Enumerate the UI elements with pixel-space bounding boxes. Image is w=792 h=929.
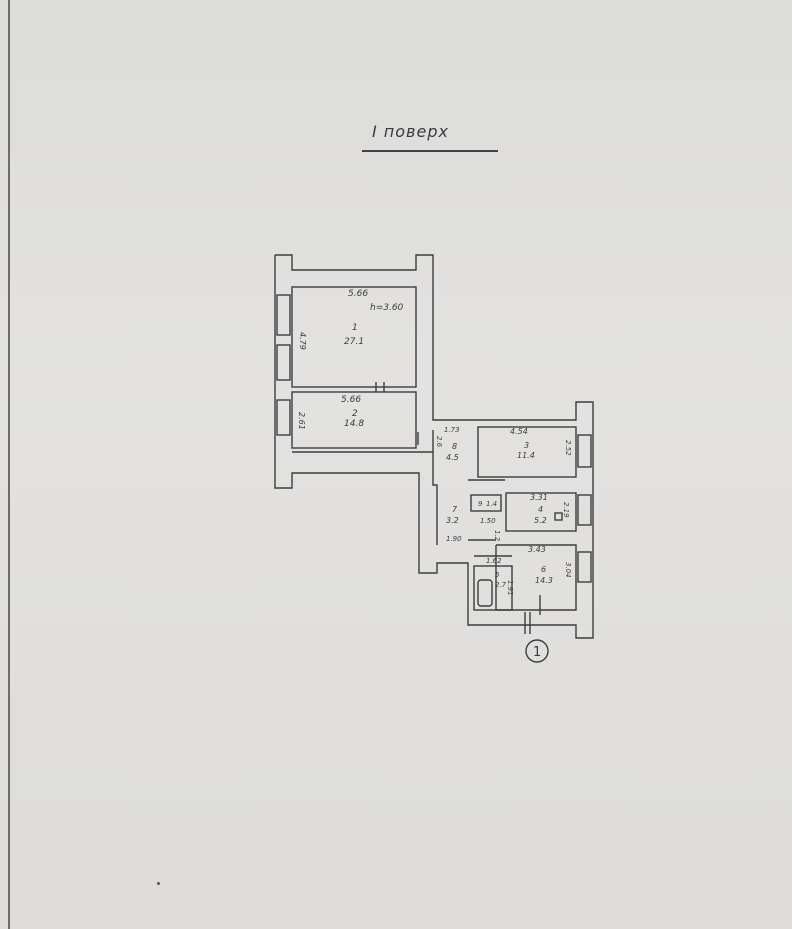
room-9-area: 1.4 bbox=[486, 500, 497, 508]
stove-symbol bbox=[554, 512, 563, 521]
section-marker bbox=[525, 639, 549, 663]
room-2a-width: 5.66 bbox=[341, 395, 361, 405]
sheet-left-edge bbox=[8, 0, 10, 929]
room-8-number: 8 bbox=[452, 442, 457, 451]
room-1-number: 1 bbox=[352, 323, 358, 333]
room-labels: 5.66 h=3.60 1 27.1 4.79 5.66 2 14.8 2.61… bbox=[297, 289, 572, 660]
window-left-3 bbox=[276, 399, 291, 436]
room-bath-wall bbox=[473, 565, 513, 611]
room-bath-depth: 1.91 bbox=[506, 580, 514, 596]
room-6-wall bbox=[495, 544, 577, 611]
room-6-number: 6 bbox=[541, 565, 546, 574]
room-2a-area: 14.8 bbox=[344, 419, 364, 429]
room-8-area: 4.5 bbox=[446, 453, 459, 462]
room-6-width: 3.43 bbox=[528, 545, 546, 554]
room-9-wall bbox=[470, 494, 502, 512]
room-8-width: 1.73 bbox=[444, 426, 460, 434]
room-bath-width: 1.62 bbox=[486, 557, 502, 565]
room-5-width: 1.50 bbox=[480, 517, 496, 525]
room-4-area: 5.2 bbox=[534, 516, 547, 525]
room-2a-number: 2 bbox=[352, 409, 358, 419]
room-4-wall bbox=[505, 492, 577, 532]
bathtub bbox=[477, 579, 493, 607]
room-2a-depth: 2.61 bbox=[297, 412, 306, 430]
paper-speck bbox=[157, 882, 160, 885]
corridor-8-wall bbox=[432, 430, 438, 545]
room-2a-wall bbox=[291, 391, 417, 449]
room-4-depth: 2.19 bbox=[562, 502, 570, 518]
room-1-depth: 4.79 bbox=[298, 332, 307, 350]
room-1-width: 5.66 bbox=[348, 289, 368, 299]
window-right-1 bbox=[577, 434, 592, 468]
window-left-1 bbox=[276, 294, 291, 336]
room-3-wall bbox=[477, 426, 577, 478]
walls bbox=[274, 254, 594, 663]
room-5-depth: 1.2 bbox=[493, 530, 501, 542]
room-6-depth: 3.04 bbox=[564, 562, 572, 578]
room-4-number: 4 bbox=[538, 505, 543, 514]
room-3-depth: 2.52 bbox=[564, 440, 572, 456]
room-7-area: 3.2 bbox=[446, 516, 459, 525]
room-9-number: 9 bbox=[478, 500, 483, 508]
room-bath-area: 2.7 bbox=[495, 581, 507, 589]
room-4-width: 3.31 bbox=[530, 493, 548, 502]
room-6-area: 14.3 bbox=[535, 576, 553, 585]
room-8-depth: 2.6 bbox=[435, 436, 443, 448]
room-1-height: h=3.60 bbox=[370, 303, 404, 313]
room-3-area: 11.4 bbox=[517, 451, 535, 460]
window-left-2 bbox=[276, 344, 291, 381]
window-right-2 bbox=[577, 494, 592, 526]
floor-title: I поверх bbox=[372, 122, 449, 141]
room-3-width: 4.54 bbox=[510, 427, 528, 436]
window-right-3 bbox=[577, 551, 592, 583]
room-bath-number: 5 bbox=[495, 571, 500, 579]
room-1-wall bbox=[291, 286, 417, 388]
section-marker-label: 1 bbox=[533, 645, 541, 660]
room-1-area: 27.1 bbox=[344, 337, 364, 347]
room-3-number: 3 bbox=[524, 441, 529, 450]
outer-wall bbox=[274, 254, 594, 639]
room-7-width: 1.90 bbox=[446, 535, 462, 543]
room-7-number: 7 bbox=[452, 505, 458, 514]
title-underline bbox=[362, 150, 498, 152]
